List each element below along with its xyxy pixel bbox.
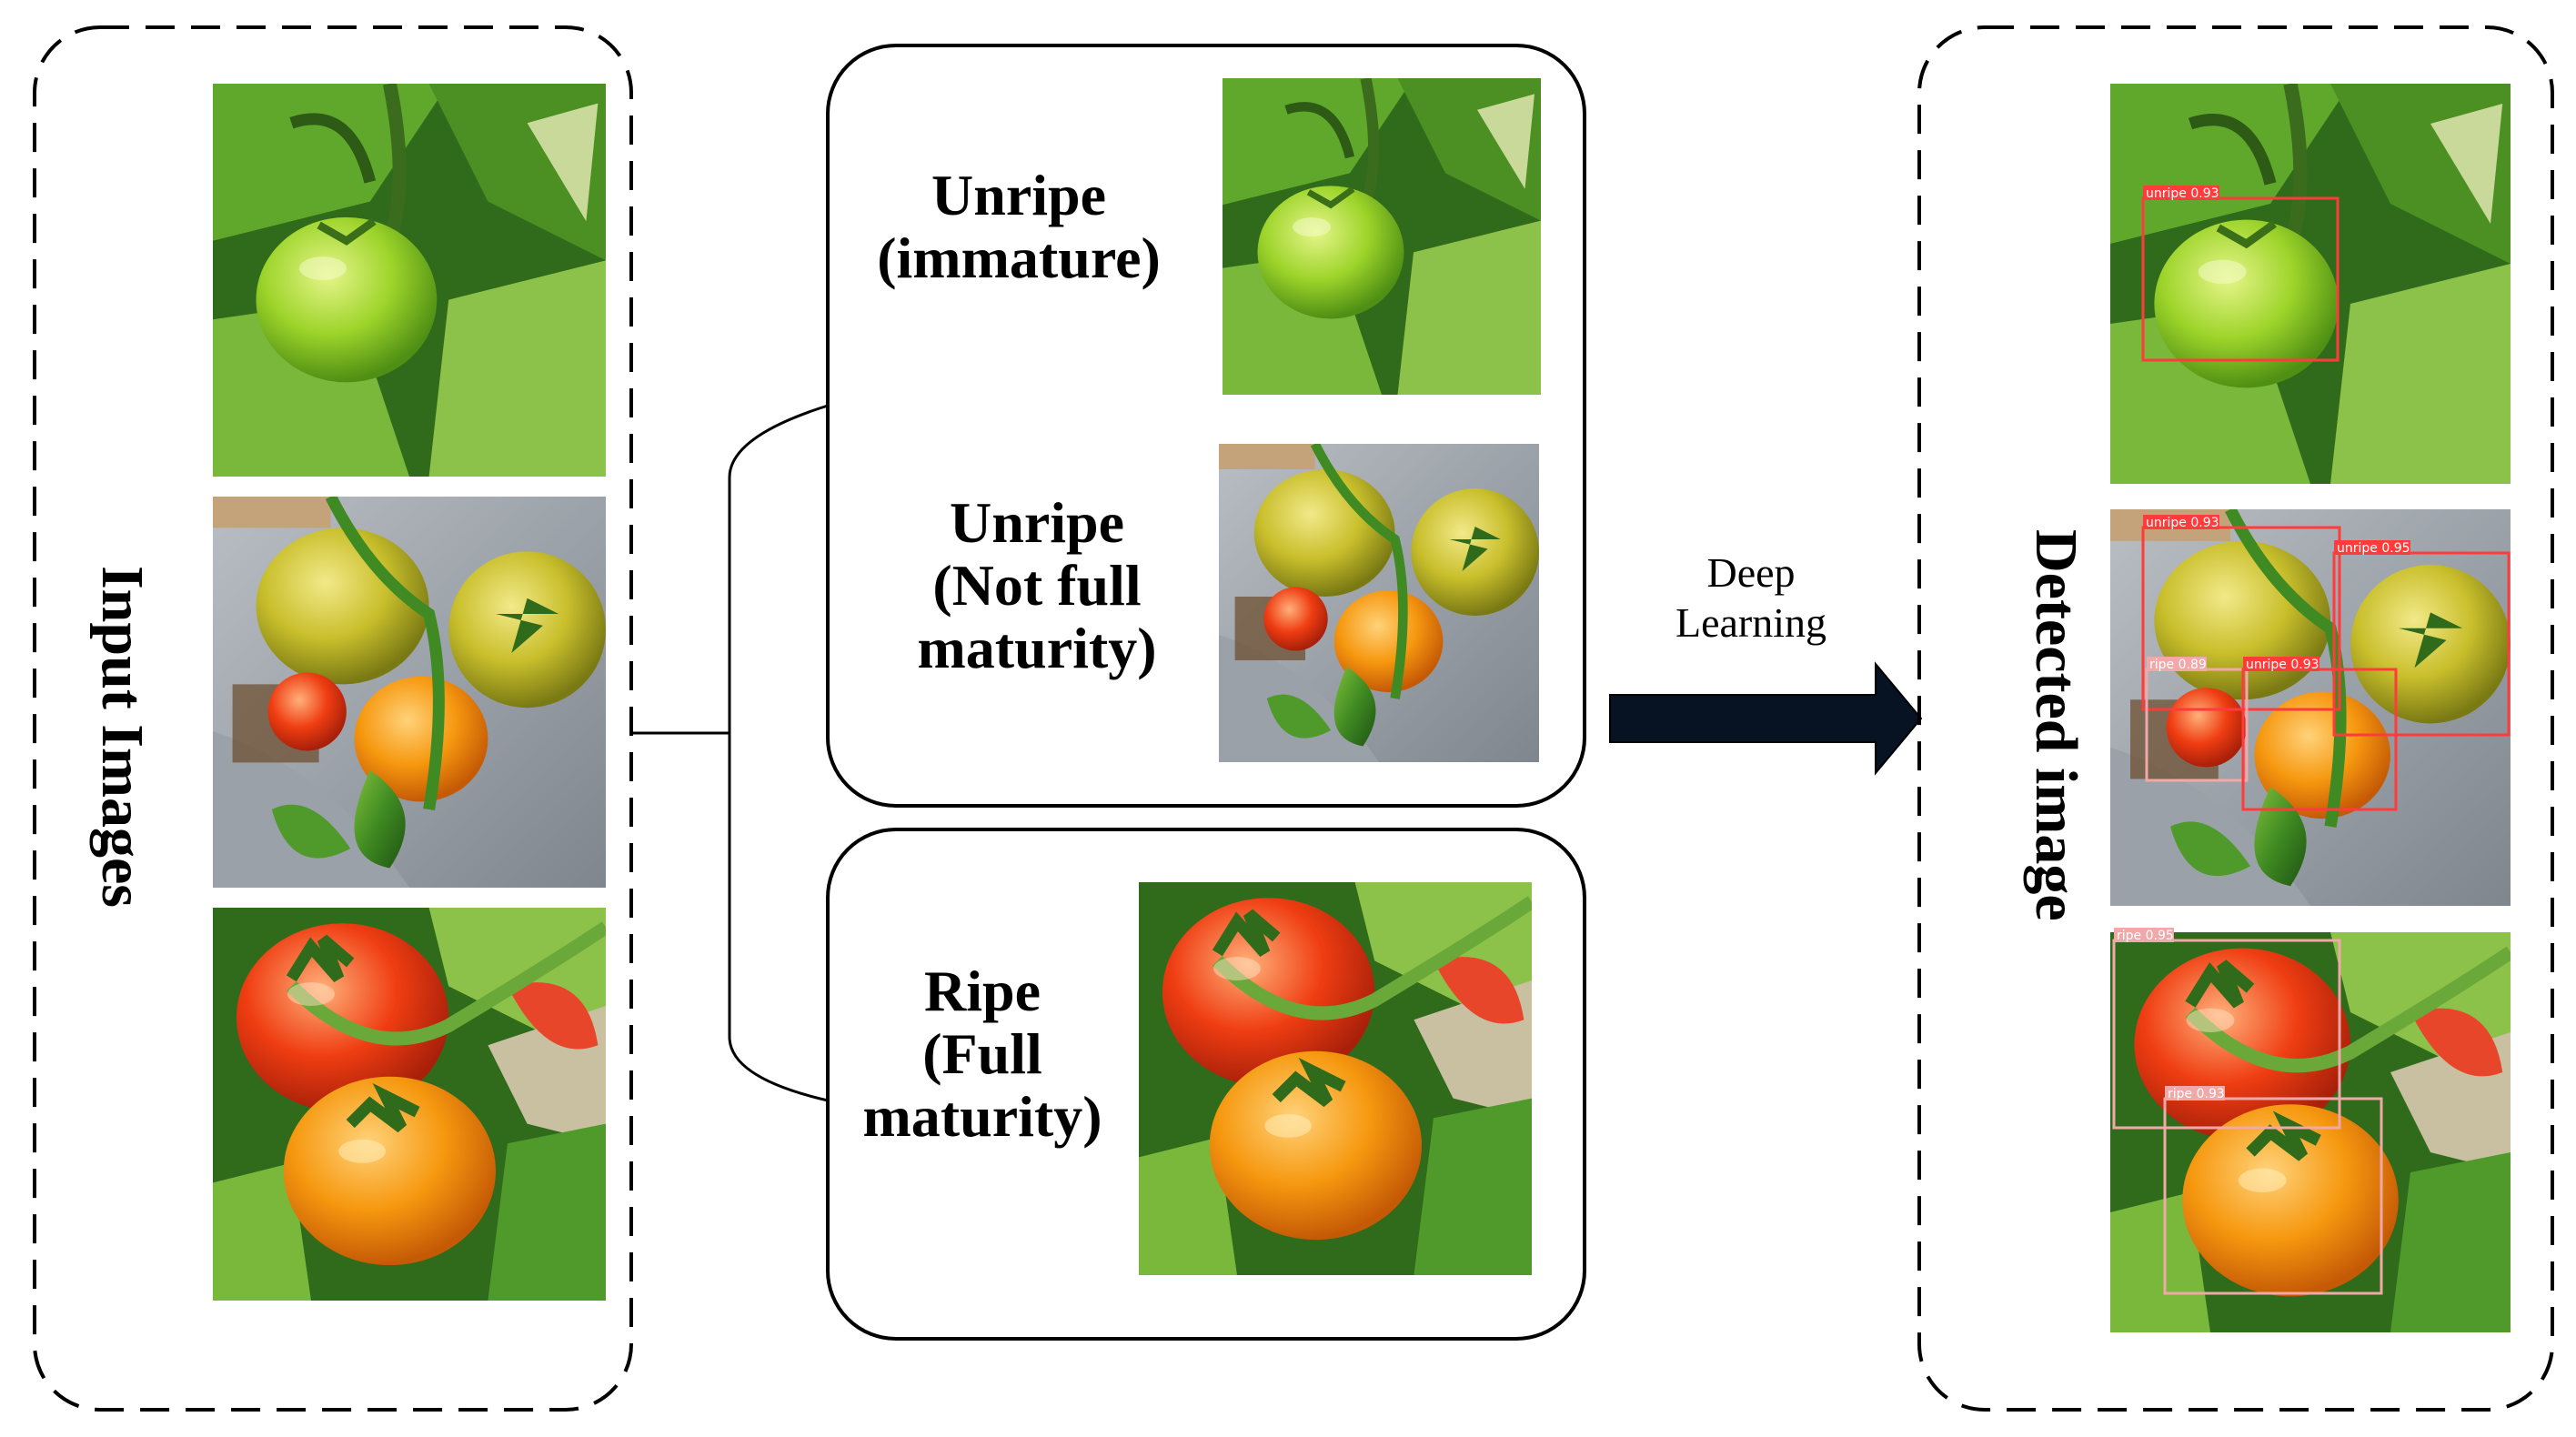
unripe-immature-label: Unripe (immature) (846, 164, 1192, 289)
bbox-6: ripe 0.95 (2112, 928, 2341, 1130)
detected-photo-2 (2110, 509, 2511, 906)
bbox-6-label: ripe 0.95 (2117, 929, 2174, 943)
bbox-3: unripe 0.95 (2332, 540, 2511, 737)
ripe-line3: maturity) (862, 1084, 1102, 1150)
ripe-line1: Ripe (924, 959, 1041, 1023)
unripe-not-full-label: Unripe (Not full maturity) (864, 491, 1210, 679)
bbox-1-label: unripe 0.93 (2146, 186, 2219, 201)
ripe-label: Ripe (Full maturity) (832, 960, 1132, 1148)
unripe-immature-line2: (immature) (877, 226, 1161, 291)
detected-photo-3 (2110, 932, 2511, 1332)
output-panel-border (1917, 25, 2554, 1412)
classification-connector (631, 404, 829, 1102)
unripe-not-full-line2: (Not full (932, 553, 1142, 618)
bbox-2: unripe 0.93 (2141, 515, 2341, 711)
input-photo-1 (213, 84, 606, 477)
bbox-1: unripe 0.93 (2141, 186, 2340, 362)
unripe-box (826, 44, 1586, 808)
unripe-not-full-photo (1219, 444, 1539, 762)
input-panel-border (33, 25, 633, 1412)
ripe-photo (1139, 882, 1532, 1275)
ripe-line2: (Full (922, 1021, 1042, 1087)
deep-learning-arrow (1609, 661, 1923, 776)
bounding-boxes: unripe 0.93 unripe 0.93 unripe 0.95 ripe… (2112, 186, 2511, 1295)
bbox-7-label: ripe 0.93 (2168, 1087, 2225, 1101)
input-photo-2 (213, 497, 606, 888)
detected-image-title: Detected image (2023, 529, 2089, 921)
bbox-7: ripe 0.93 (2163, 1086, 2383, 1295)
ripe-box (826, 828, 1586, 1341)
unripe-immature-line1: Unripe (931, 163, 1106, 227)
bbox-3-label: unripe 0.95 (2337, 541, 2410, 556)
detected-photo-1 (2110, 84, 2511, 484)
input-photo-3 (213, 908, 606, 1301)
unripe-immature-photo (1223, 78, 1541, 395)
bbox-5: unripe 0.93 (2241, 657, 2398, 811)
input-images-title: Input Images (89, 566, 156, 908)
bbox-4-label: ripe 0.89 (2149, 658, 2207, 672)
unripe-not-full-line1: Unripe (950, 490, 1124, 555)
deep-learning-line2: Learning (1675, 599, 1827, 647)
deep-learning-line1: Deep (1706, 549, 1796, 596)
deep-learning-label: Deep Learning (1646, 548, 1856, 648)
bbox-4: ripe 0.89 (2145, 657, 2249, 782)
unripe-not-full-line3: maturity) (917, 616, 1157, 681)
bbox-2-label: unripe 0.93 (2146, 516, 2219, 530)
bbox-5-label: unripe 0.93 (2246, 658, 2319, 672)
